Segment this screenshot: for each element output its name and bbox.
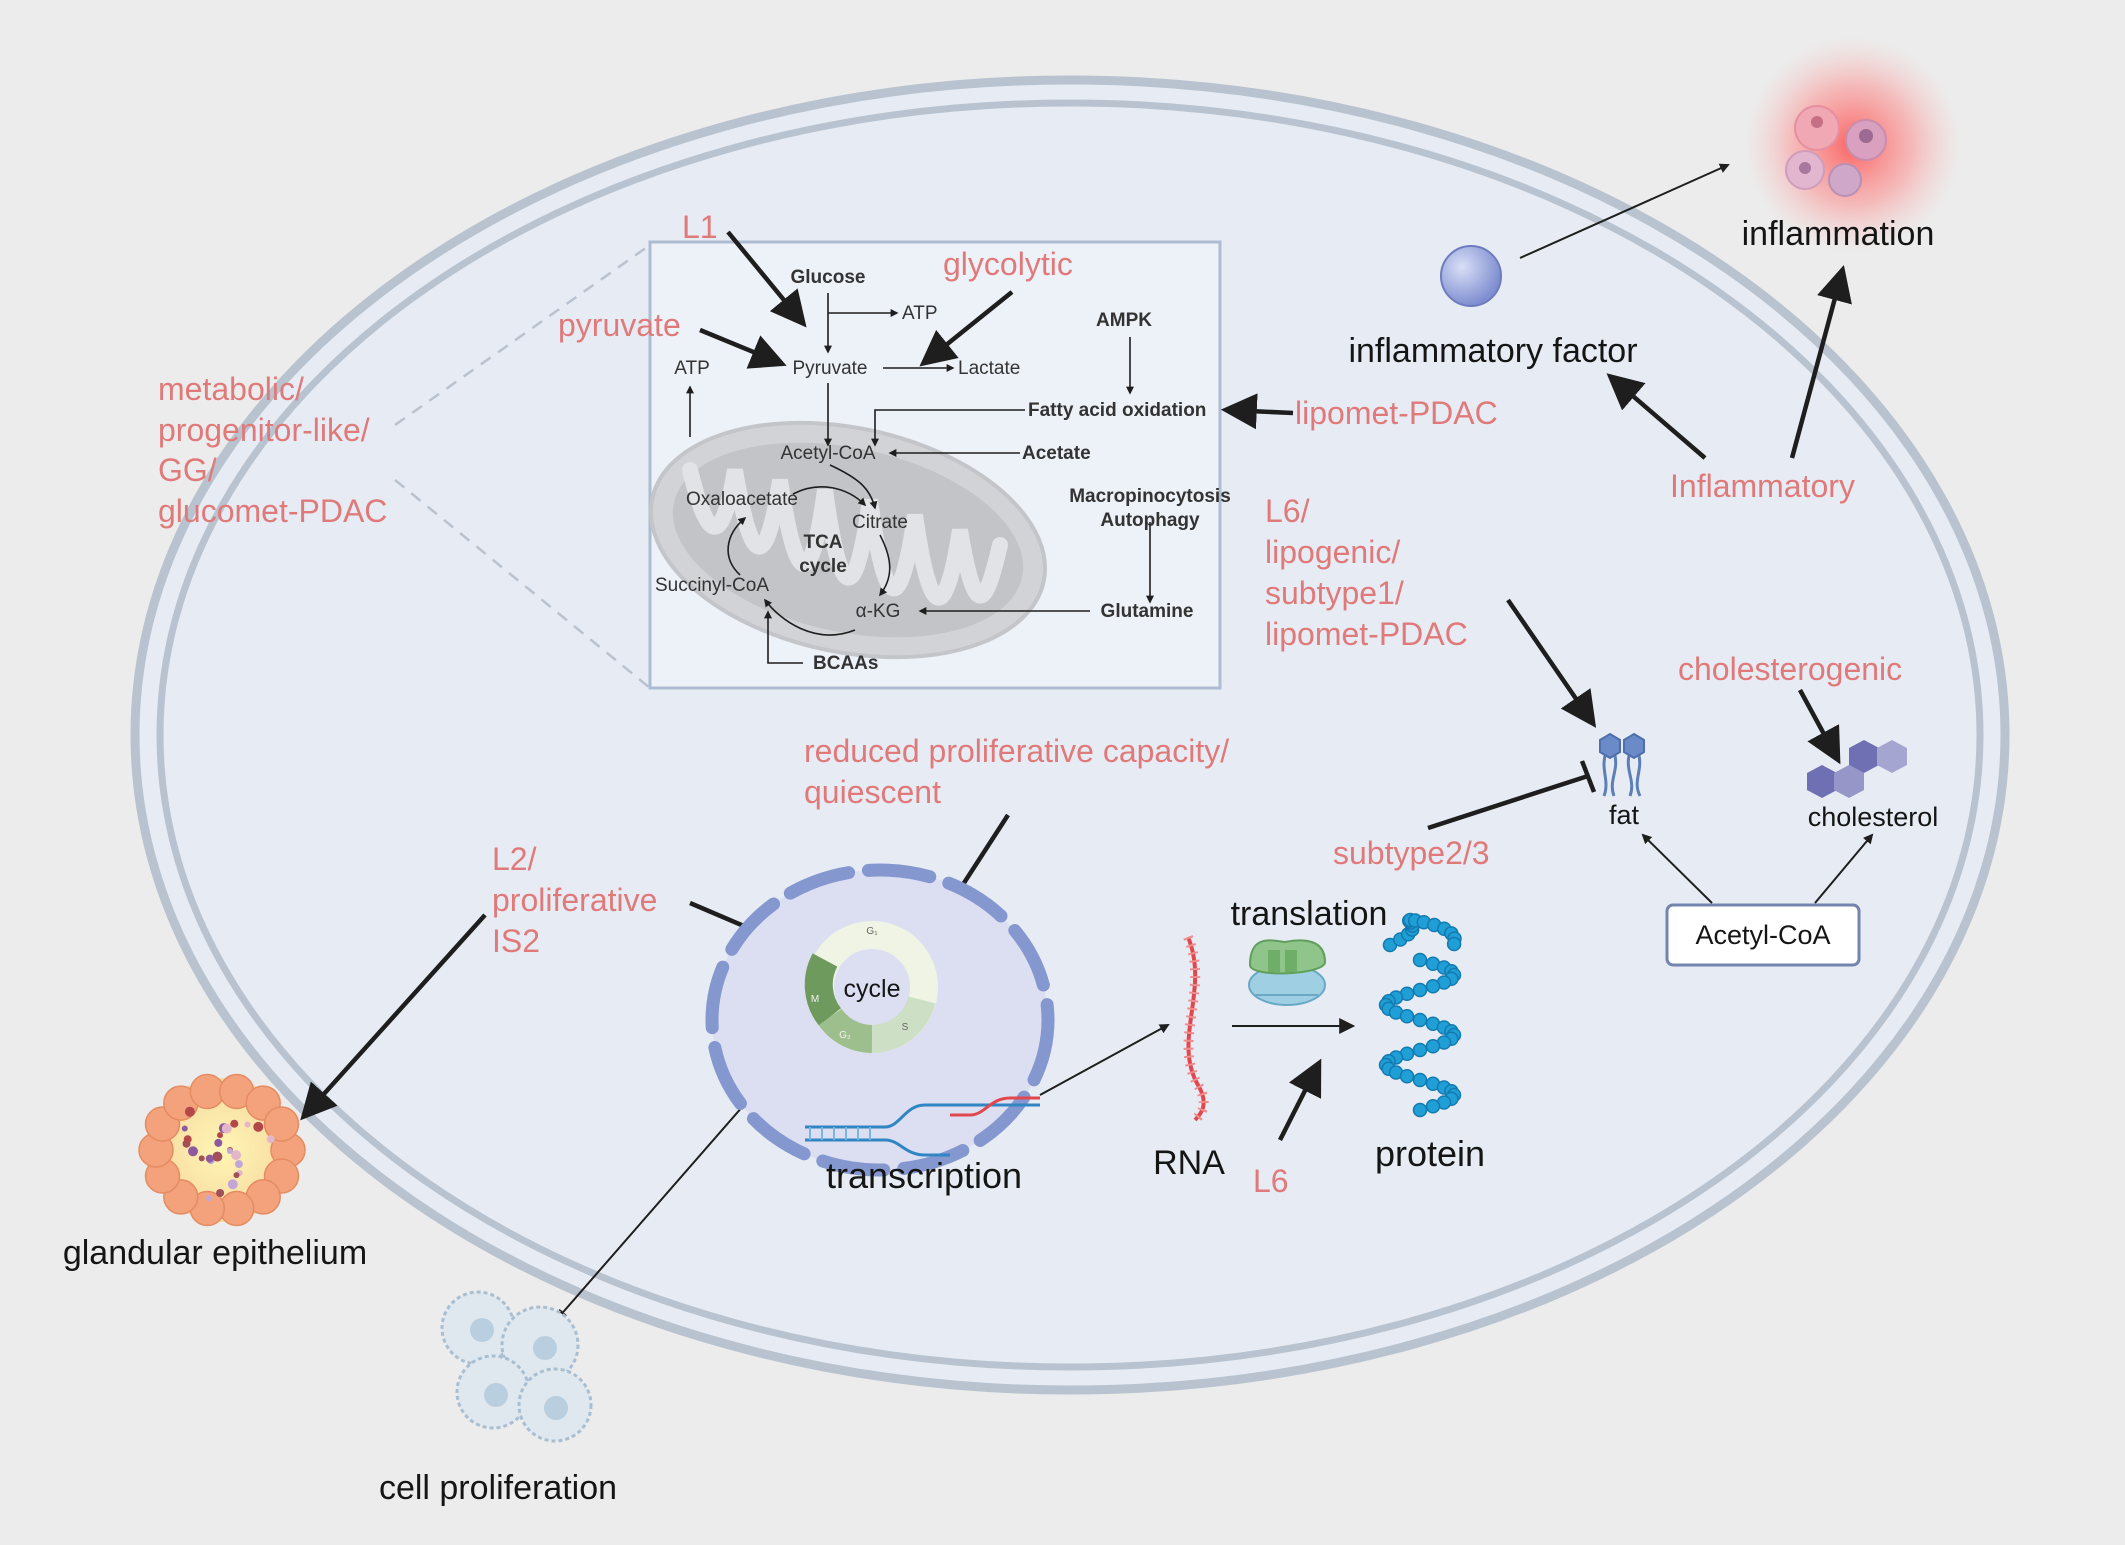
g2-label: G₂ [839,1030,851,1041]
label-l1: L1 [682,209,718,245]
label-subtype1: subtype1/ [1265,575,1404,611]
label-glycolytic: glycolytic [943,246,1073,282]
glandular-epithelium-label: glandular epithelium [63,1234,367,1272]
cholesterol-label: cholesterol [1808,802,1939,832]
label-lipomet-pdac: lipomet-PDAC [1295,395,1498,431]
label-l6: L6/ [1265,493,1310,529]
glandular-epithelium-icon [138,1073,306,1227]
cell-cycle-ring-icon: G₁ S G₂ M [804,921,938,1053]
autophagy-label: Autophagy [1100,510,1200,531]
rna-label: RNA [1153,1144,1225,1182]
bcaas-label: BCAAs [813,653,878,674]
glucose-label: Glucose [791,267,866,288]
pyruvate-node: Pyruvate [793,358,868,379]
atp-top-label: ATP [902,303,938,324]
acetate-label: Acetate [1022,443,1091,464]
label-quiescent: quiescent [804,774,941,810]
label-progenitor-like: progenitor-like/ [158,412,370,448]
citrate-label: Citrate [852,512,908,533]
inflammatory-factor-icon [1440,245,1502,307]
nucleus [705,863,1055,1177]
label-lipogenic: lipogenic/ [1265,534,1400,570]
g1-label: G₁ [866,926,878,937]
s-label: S [902,1022,909,1033]
akg-label: α-KG [856,601,901,622]
inflammatory-factor-label: inflammatory factor [1348,332,1637,370]
cycle-label: cycle [844,975,901,1003]
inflammation-label: inflammation [1742,215,1935,253]
protein-label: protein [1375,1133,1485,1174]
label-is2: IS2 [492,923,540,959]
m-label: M [811,994,819,1005]
glutamine-label: Glutamine [1101,601,1194,622]
cholesterol-icon [1807,740,1907,798]
macropinocytosis-label: Macropinocytosis [1069,486,1231,507]
ampk-label: AMPK [1096,310,1152,331]
mitochondrion-icon [648,420,1048,660]
acetyl-coa-box [1665,903,1861,967]
oxaloacetate-label: Oxaloacetate [686,489,798,510]
succinyl-coa-label: Succinyl-CoA [655,575,769,596]
label-pyruvate: pyruvate [558,307,681,343]
label-lipomet-pdac-2: lipomet-PDAC [1265,616,1468,652]
tca-label: TCA [803,532,842,553]
label-gg: GG/ [158,452,217,488]
acetyl-coa-node: Acetyl-CoA [780,443,875,464]
cell-membrane-outer [130,75,2010,1395]
label-l2: L2/ [492,841,537,877]
label-reduced-proliferative: reduced proliferative capacity/ [804,733,1229,769]
lactate-label: Lactate [958,358,1020,379]
label-proliferative: proliferative [492,882,657,918]
translation-label: translation [1231,895,1388,933]
atp-left-label: ATP [674,358,710,379]
label-metabolic: metabolic/ [158,371,304,407]
transcription-label: transcription [826,1155,1022,1196]
fat-icon [1599,732,1645,797]
tca-cycle-label: cycle [799,556,847,577]
label-inflammatory: Inflammatory [1670,468,1855,504]
fatty-acid-oxidation-label: Fatty acid oxidation [1028,400,1206,421]
acetyl-coa-box-label: Acetyl-CoA [1695,920,1830,950]
inflammation-cells-icon [1745,37,1961,253]
label-subtype2-3: subtype2/3 [1333,835,1490,871]
fat-label: fat [1609,800,1640,830]
cell-membrane-inner [156,99,1984,1371]
cell-proliferation-label: cell proliferation [379,1469,617,1507]
dna-transcription-icon [805,1096,1040,1157]
label-l6-translation: L6 [1253,1163,1289,1199]
ribosome-icon [1248,939,1327,1006]
cell-proliferation-icon [440,1290,593,1443]
label-glucomet-pdac: glucomet-PDAC [158,493,387,529]
rna-strand-bases [1183,935,1209,1124]
label-cholesterogenic: cholesterogenic [1678,651,1902,687]
protein-chain-icon [1378,912,1462,1118]
